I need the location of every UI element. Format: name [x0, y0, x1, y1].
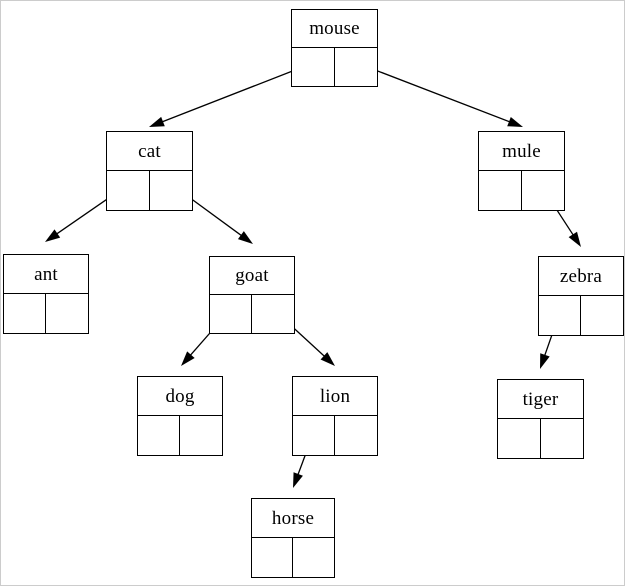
edge-arrowhead — [181, 351, 195, 366]
tree-node-pointer-row — [293, 416, 377, 455]
edge-arrowhead — [320, 352, 335, 366]
tree-node-ant: ant — [3, 254, 89, 334]
tree-node-label: horse — [252, 499, 334, 538]
left-pointer-cell — [498, 419, 541, 458]
tree-node-dog: dog — [137, 376, 223, 456]
left-pointer-cell — [479, 171, 522, 210]
right-pointer-cell — [180, 416, 222, 455]
right-pointer-cell — [522, 171, 565, 210]
tree-node-pointer-row — [210, 295, 294, 333]
tree-node-label: mouse — [292, 10, 377, 48]
tree-node-lion: lion — [292, 376, 378, 456]
right-pointer-cell — [46, 294, 88, 333]
right-pointer-cell — [581, 296, 623, 335]
edge-arrowhead — [540, 353, 550, 369]
tree-edge-mouse-to-mule — [356, 62, 523, 127]
tree-node-pointer-row — [138, 416, 222, 455]
tree-node-label: tiger — [498, 380, 583, 419]
tree-node-zebra: zebra — [538, 256, 624, 336]
tree-node-goat: goat — [209, 256, 295, 334]
tree-node-label: zebra — [539, 257, 623, 296]
tree-node-pointer-row — [498, 419, 583, 458]
tree-node-label: mule — [479, 132, 564, 171]
left-pointer-cell — [210, 295, 252, 333]
right-pointer-cell — [541, 419, 584, 458]
left-pointer-cell — [4, 294, 46, 333]
tree-node-mule: mule — [478, 131, 565, 211]
tree-node-mouse: mouse — [291, 9, 378, 87]
edge-line — [356, 62, 513, 124]
left-pointer-cell — [539, 296, 581, 335]
edge-arrowhead — [293, 472, 303, 488]
edge-arrowhead — [45, 229, 61, 242]
left-pointer-cell — [138, 416, 180, 455]
right-pointer-cell — [335, 416, 377, 455]
edge-arrowhead — [149, 116, 165, 127]
left-pointer-cell — [292, 48, 335, 86]
edge-arrowhead — [568, 231, 581, 247]
tree-node-pointer-row — [4, 294, 88, 333]
tree-node-label: cat — [107, 132, 192, 171]
tree-node-tiger: tiger — [497, 379, 584, 459]
tree-node-horse: horse — [251, 498, 335, 578]
right-pointer-cell — [150, 171, 193, 210]
edge-arrowhead — [237, 231, 253, 244]
tree-node-pointer-row — [252, 538, 334, 577]
right-pointer-cell — [293, 538, 334, 577]
left-pointer-cell — [293, 416, 335, 455]
tree-node-label: dog — [138, 377, 222, 416]
right-pointer-cell — [252, 295, 294, 333]
tree-node-label: ant — [4, 255, 88, 294]
right-pointer-cell — [335, 48, 378, 86]
tree-node-pointer-row — [479, 171, 564, 210]
tree-edge-mouse-to-cat — [149, 62, 314, 127]
tree-node-cat: cat — [106, 131, 193, 211]
tree-node-label: lion — [293, 377, 377, 416]
tree-node-pointer-row — [292, 48, 377, 86]
left-pointer-cell — [107, 171, 150, 210]
tree-node-pointer-row — [107, 171, 192, 210]
tree-node-label: goat — [210, 257, 294, 295]
tree-node-pointer-row — [539, 296, 623, 335]
left-pointer-cell — [252, 538, 293, 577]
edge-arrowhead — [507, 116, 523, 127]
